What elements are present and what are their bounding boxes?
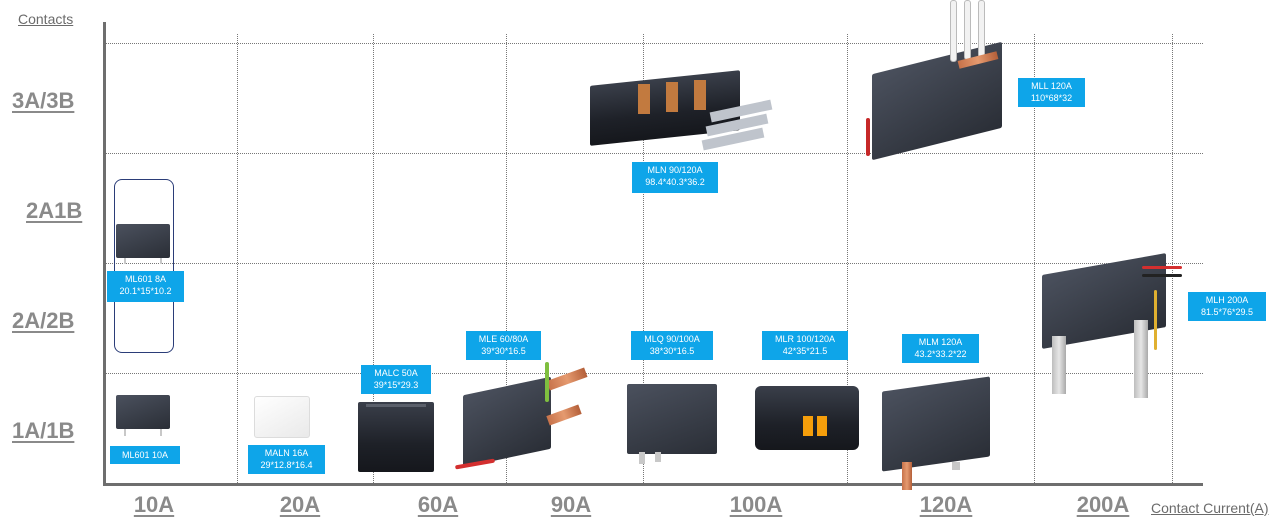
col-label-20a: 20A xyxy=(279,492,321,517)
mlm-dims: 43.2*33.2*22 xyxy=(914,349,967,359)
maln-16a-dims: 29*12.8*16.4 xyxy=(260,460,313,470)
malc-50a-tag[interactable]: MALC 50A 39*15*29.3 xyxy=(361,365,431,394)
mlq-tag[interactable]: MLQ 90/100A 38*30*16.5 xyxy=(631,331,713,360)
col-label-90a: 90A xyxy=(550,492,592,517)
mln-relay-image[interactable] xyxy=(590,58,782,151)
gridline-col xyxy=(506,34,507,483)
mlh-relay-image[interactable] xyxy=(1042,250,1182,402)
ml601-8a-highlight xyxy=(114,179,174,353)
gridline-row xyxy=(106,373,1203,374)
malc-50a-relay-image[interactable] xyxy=(358,400,438,476)
mlr-dims: 42*35*21.5 xyxy=(782,346,828,356)
ml601-10a-name: ML601 10A xyxy=(121,450,169,460)
gridline-col xyxy=(237,34,238,483)
mlh-tag[interactable]: MLH 200A 81.5*76*29.5 xyxy=(1188,292,1266,321)
mlr-relay-image[interactable] xyxy=(755,376,863,456)
gridline-col xyxy=(847,34,848,483)
mle-dims: 39*30*16.5 xyxy=(481,346,526,356)
row-label-2a2b: 2A/2B xyxy=(12,308,75,333)
mle-tag[interactable]: MLE 60/80A 39*30*16.5 xyxy=(466,331,541,360)
ml601-8a-dims: 20.1*15*10.2 xyxy=(119,286,172,296)
mlr-tag[interactable]: MLR 100/120A 42*35*21.5 xyxy=(762,331,848,360)
col-label-120a: 120A xyxy=(919,492,973,517)
mlm-name: MLM 120A xyxy=(918,337,963,347)
mll-dims: 110*68*32 xyxy=(1030,93,1073,103)
x-axis-line xyxy=(103,483,1203,486)
maln-16a-name: MALN 16A xyxy=(264,448,309,458)
gridline-row xyxy=(106,43,1203,44)
mln-dims: 98.4*40.3*36.2 xyxy=(645,177,705,187)
mlm-relay-image[interactable] xyxy=(882,366,994,492)
gridline-row xyxy=(106,263,1203,264)
row-label-3a3b: 3A/3B xyxy=(12,88,75,113)
gridline-row xyxy=(106,153,1203,154)
mll-name: MLL 120A xyxy=(1031,81,1072,91)
ml601-8a-relay-image[interactable] xyxy=(116,220,172,264)
mln-name: MLN 90/120A xyxy=(647,165,703,175)
mle-name: MLE 60/80A xyxy=(478,334,529,344)
maln-16a-tag[interactable]: MALN 16A 29*12.8*16.4 xyxy=(248,445,325,474)
malc-50a-dims: 39*15*29.3 xyxy=(373,380,419,390)
row-label-2a1b: 2A1B xyxy=(26,198,83,223)
col-label-10a: 10A xyxy=(133,492,175,517)
y-axis-line xyxy=(103,22,106,486)
mlm-tag[interactable]: MLM 120A 43.2*33.2*22 xyxy=(902,334,979,363)
mll-relay-image[interactable] xyxy=(862,0,1006,162)
mlr-name: MLR 100/120A xyxy=(774,334,836,344)
mll-tag[interactable]: MLL 120A 110*68*32 xyxy=(1018,78,1085,107)
col-label-60a: 60A xyxy=(417,492,459,517)
mlh-name: MLH 200A xyxy=(1205,295,1249,305)
ml601-10a-tag[interactable]: ML601 10A xyxy=(110,446,180,464)
gridline-col xyxy=(643,34,644,483)
gridline-col xyxy=(1172,34,1173,483)
maln-16a-relay-image[interactable] xyxy=(254,392,310,442)
col-label-100a: 100A xyxy=(729,492,783,517)
gridline-col xyxy=(373,34,374,483)
col-label-200a: 200A xyxy=(1076,492,1130,517)
ml601-10a-relay-image[interactable] xyxy=(116,391,172,437)
ml601-8a-tag[interactable]: ML601 8A 20.1*15*10.2 xyxy=(107,271,184,302)
gridline-col xyxy=(1034,34,1035,483)
row-label-1a1b: 1A/1B xyxy=(12,418,75,443)
mle-relay-image[interactable] xyxy=(454,362,595,487)
mlh-dims: 81.5*76*29.5 xyxy=(1200,307,1254,317)
ml601-8a-name: ML601 8A xyxy=(124,274,167,284)
mln-tag[interactable]: MLN 90/120A 98.4*40.3*36.2 xyxy=(632,162,718,193)
malc-50a-name: MALC 50A xyxy=(374,368,418,378)
mlq-dims: 38*30*16.5 xyxy=(649,346,695,356)
mlq-relay-image[interactable] xyxy=(627,368,719,468)
mlq-name: MLQ 90/100A xyxy=(644,334,700,344)
y-axis-title: Contacts xyxy=(18,11,74,27)
x-axis-title: Contact Current(A) xyxy=(1151,500,1269,516)
